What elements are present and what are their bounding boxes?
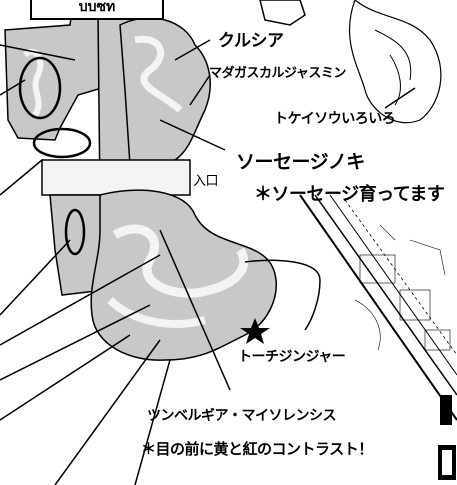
terrain-texture <box>354 224 451 351</box>
pond-area <box>259 0 306 26</box>
leader-lines <box>0 39 416 485</box>
highlight-ellipse-2 <box>32 127 92 159</box>
highlight-ellipse-3 <box>64 208 86 256</box>
lower-garden <box>90 189 277 361</box>
upper-garden-path <box>134 35 183 113</box>
lower-left-wing <box>49 194 106 296</box>
coast-road <box>299 194 457 421</box>
label-sausage: ソーセージノキ <box>236 151 365 173</box>
map-title-box: บบซท <box>30 0 164 20</box>
upper-garden <box>119 17 211 166</box>
highlight-ellipse-1 <box>18 56 62 120</box>
label-thunbergia: ツンベルギア・マイソレンシス <box>147 408 337 424</box>
label-madagascar: マダガスカルジャスミン <box>209 66 346 81</box>
label-sausage-note: ＊ソーセージ育ってます <box>254 184 445 205</box>
entrance-corridor <box>41 159 191 196</box>
edge-glyph-1 <box>440 395 452 425</box>
label-torch: トーチジンジャー <box>238 349 346 365</box>
lower-garden-path <box>112 224 249 298</box>
star-marker <box>240 318 270 344</box>
park-outline <box>349 0 442 124</box>
label-thunbergia-note: ＊目の前に黄と紅のコントラスト！ <box>141 440 373 458</box>
label-tokeisou: トケイソウいろいろ <box>274 111 396 127</box>
label-kurushia: クルシア <box>218 31 284 51</box>
label-entrance: 入口 <box>193 174 219 189</box>
